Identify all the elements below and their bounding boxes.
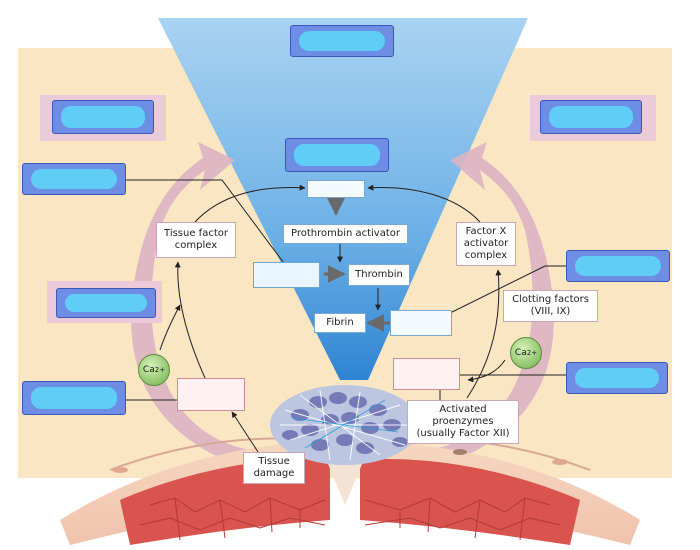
arrow-tissue-damage <box>231 411 259 453</box>
leader-line-1 <box>125 179 293 275</box>
arrow-factor-x-to-activator <box>367 184 481 223</box>
label-tissue-damage: Tissue damage <box>243 452 305 484</box>
leader-line-3 <box>429 265 568 324</box>
arrow-tissue-factor-to-activator <box>194 184 306 223</box>
muscle-tissue-right <box>360 459 580 545</box>
label-activated-proenzymes: Activated proenzymes (usually Factor XII… <box>407 400 519 444</box>
blank-box-lower-left[interactable] <box>177 378 245 411</box>
hidden-label-top-left <box>52 100 154 134</box>
arrow-right-pathway <box>466 269 502 399</box>
hidden-label-left-2 <box>56 288 156 318</box>
hidden-label-right-1 <box>566 250 670 282</box>
blank-box-right[interactable] <box>390 310 452 336</box>
hidden-label-center <box>285 138 389 172</box>
hidden-label-left-1 <box>22 163 126 195</box>
clot-mass <box>270 385 420 465</box>
hidden-label-top-right <box>540 100 642 134</box>
label-fibrin: Fibrin <box>314 313 366 333</box>
right-cycle-arrow <box>430 142 554 470</box>
label-clotting-factors: Clotting factors (VIII, IX) <box>503 290 598 322</box>
hidden-label-left-3 <box>22 381 126 415</box>
arrow-left-pathway <box>174 261 206 379</box>
label-prothrombin-activator: Prothrombin activator <box>283 224 408 244</box>
blank-box-left[interactable] <box>253 262 320 288</box>
label-tissue-factor-complex: Tissue factor complex <box>156 222 236 258</box>
hidden-label-top <box>290 25 394 57</box>
blank-box-top[interactable] <box>307 180 365 198</box>
label-factor-x-activator-complex: Factor X activator complex <box>456 222 516 266</box>
hidden-label-right-2 <box>566 362 668 394</box>
label-thrombin: Thrombin <box>348 264 410 286</box>
blank-box-lower-right[interactable] <box>393 358 460 390</box>
